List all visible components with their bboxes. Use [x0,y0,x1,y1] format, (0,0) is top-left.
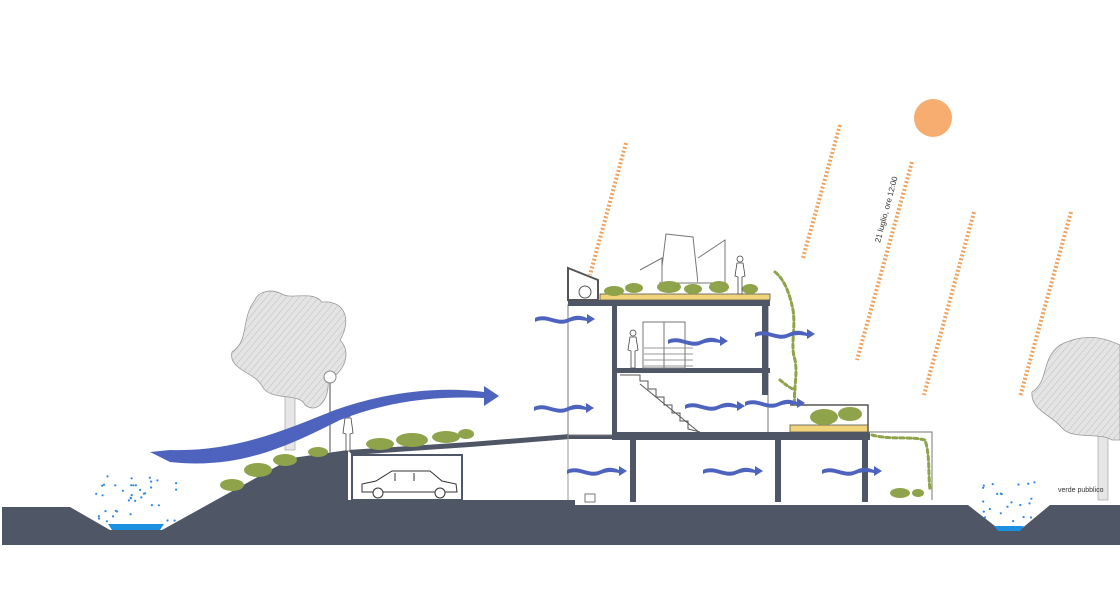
building-section [567,233,933,503]
rain-drop [156,479,159,482]
rain-drop [157,504,160,507]
sun-rays [588,124,1073,398]
rain-drop [140,496,143,499]
rain-drop [101,494,104,497]
rain-drop [1027,482,1030,485]
rain-drop [101,484,104,487]
rain-drop [114,484,117,487]
rain-drop [1019,503,1022,507]
rain-drop [175,488,178,491]
wind-arrow-icon [150,386,499,464]
wind-arrow-icon [755,329,815,339]
rain-drop [105,520,109,523]
rain-drop [97,517,101,520]
rain-drop [175,482,178,485]
sun-ray [588,142,628,276]
wind-arrow-icon [567,466,627,476]
sun-date-label: 21 luglio, ore 12:00 [873,175,899,244]
rain-drop [95,492,98,495]
rain-drop [1028,502,1031,505]
tree-icon [231,290,347,451]
wind-arrow-icon [703,466,763,476]
climbing-vegetation [773,270,932,492]
rain-drop [983,516,987,519]
wind-arrow-icon [822,466,882,476]
person-icon [627,329,639,369]
tree-icon [1031,336,1120,501]
sun-icon [914,99,952,137]
rain-drop [130,477,133,480]
rain-drop [1006,505,1009,508]
rain-drop [1033,481,1036,484]
rain-drop [129,496,132,499]
rain-drop [150,504,153,507]
rain-drop [129,513,132,516]
wind-arrow-icon [668,336,728,346]
public-green-label: verde pubblico [1058,487,1104,494]
slope-vegetation [220,429,474,491]
rain-drop [982,486,985,489]
rain-drop [1022,515,1025,519]
rain-drop [150,480,153,483]
rain-drop [134,484,137,487]
rain-drop [97,515,100,518]
rain-drop [991,483,994,486]
rain-drop [982,484,985,487]
ground-shrubs [890,488,924,498]
rain-drop [150,486,153,489]
rain-drop [106,475,109,478]
rain-drop [996,492,999,495]
rain-drop [1017,483,1020,486]
wind-arrow-icon [685,401,745,411]
rain-drop [111,515,115,518]
person-icon [734,255,746,295]
sun-ray [855,161,914,361]
wind-arrow-icon [534,403,594,413]
rain-drop [134,499,137,502]
ground-section [2,450,1120,545]
rain-drop [102,483,106,486]
rain-drop [999,492,1003,495]
rain-drop [982,500,985,503]
water-swale-right [994,526,1024,531]
garage [351,454,463,501]
rain-icon [95,475,178,523]
rain-drop [121,489,124,492]
rain-drop [104,510,107,513]
rain-drop [1029,516,1033,519]
rain-drop [114,509,117,512]
rain-drop [130,494,133,497]
water-swale-left [108,524,164,530]
rain-drop [173,519,176,522]
wind-arrow-icon [535,314,595,324]
wind-arrows [534,314,882,476]
sun-ray [801,124,842,259]
rain-drop [132,484,135,487]
rain-drop [127,499,130,502]
ramp-slab [348,434,612,455]
rain-drop [999,512,1002,515]
rain-drop [130,484,133,487]
roof-vegetation [604,281,862,425]
rain-drop [166,519,169,522]
rain-drop [1012,519,1015,523]
rain-drop [1010,501,1013,504]
wind-arrow-icon [745,398,805,408]
rain-drop [144,492,147,495]
car-icon [361,470,458,499]
rain-drop [988,507,992,511]
rain-drop [139,488,142,491]
sun-ray [922,211,976,396]
rain-drop [982,510,985,513]
rain-drop [148,476,151,479]
rain-drop [1030,497,1033,500]
rain-icon [982,481,1036,523]
